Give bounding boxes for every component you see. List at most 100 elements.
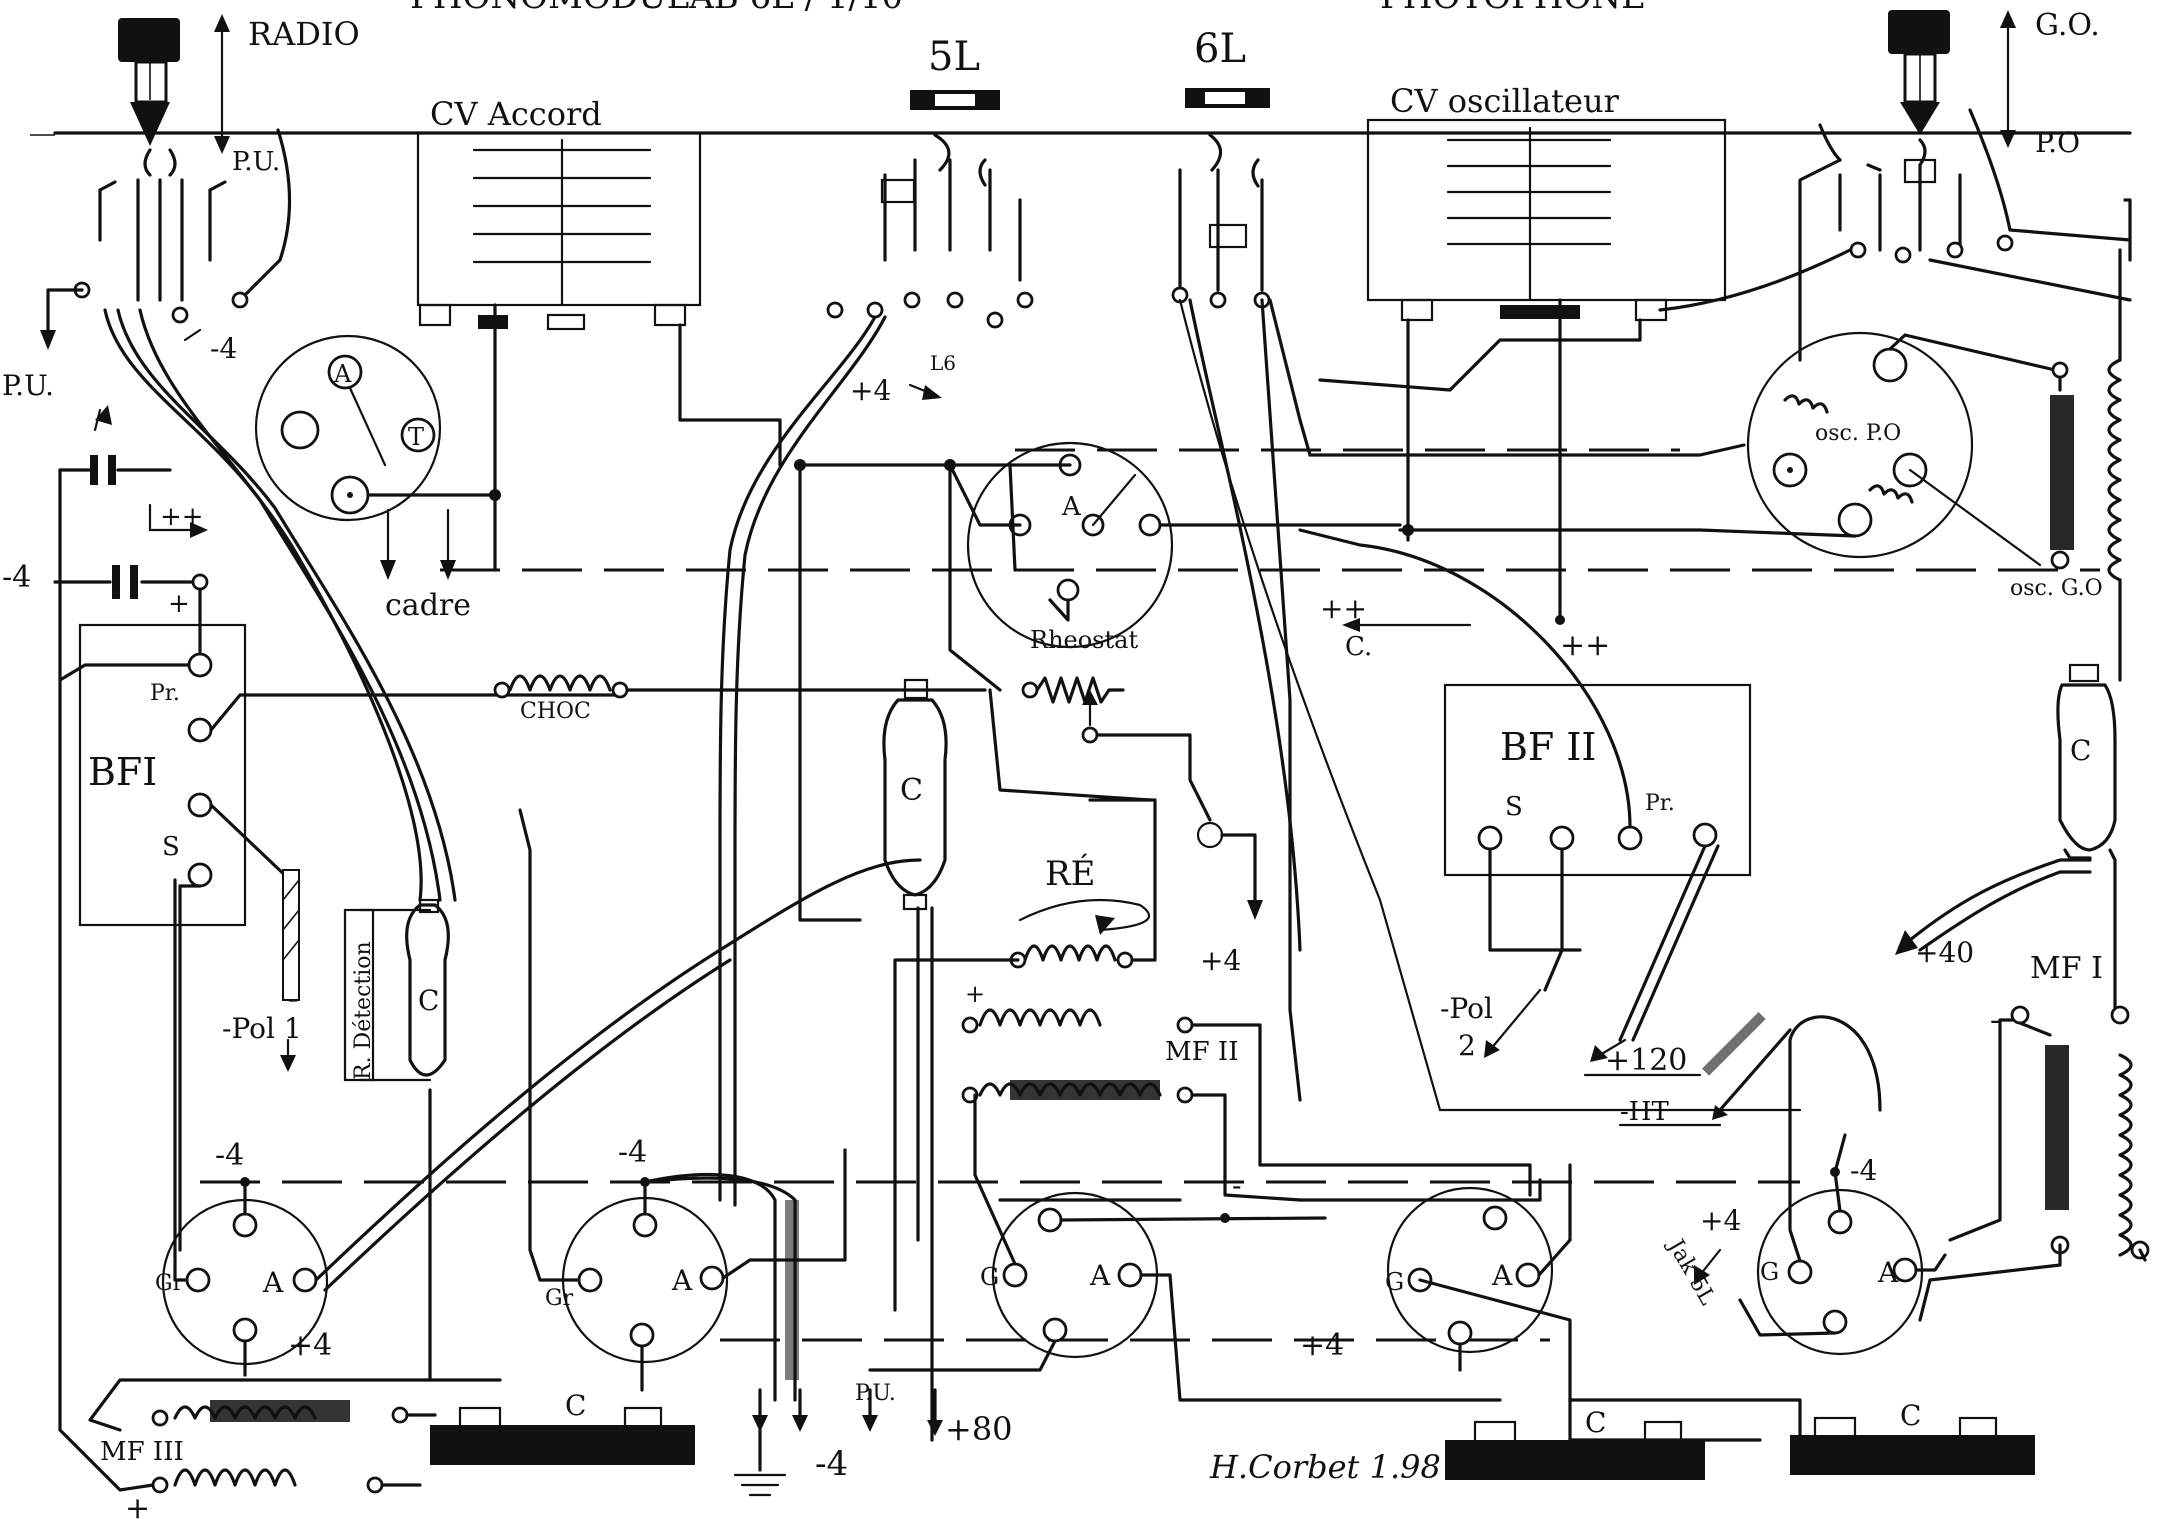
shielded-lead-left-3 [138, 308, 423, 902]
support-t-label: T [408, 423, 424, 451]
label-a-support: A [1061, 492, 1082, 522]
label-l6: L6 [930, 351, 956, 375]
aerial-coil-support: A T cadre [254, 334, 497, 623]
decoupling-cap-3: C [1790, 1399, 2035, 1475]
label-mf2: MF II [1165, 1037, 1238, 1067]
support-a-label: A [333, 360, 352, 388]
label-go: G.O. [2035, 8, 2100, 43]
osc-go-label: osc. G.O [2010, 576, 2103, 601]
radio-pu-switch: RADIO P.U. [118, 14, 360, 177]
label-c-right: C [2070, 734, 2091, 767]
knob-right [1888, 10, 1950, 54]
bf2-s-label: S [1505, 792, 1523, 822]
left-contacts: P.U. -4 [2, 128, 292, 402]
shielded-lead-left-2 [116, 308, 457, 902]
switch-6l [1171, 133, 1802, 1112]
label-plus4-re: +4 [1200, 944, 1241, 977]
v2-a: A [671, 1264, 693, 1297]
switch-5l: L6 +4 [718, 133, 1034, 1207]
label-c-bottom-2: C [1585, 1406, 1606, 1439]
v5-minus4: -4 [1850, 1154, 1877, 1187]
capacitor-right: C +40 [1895, 663, 2117, 1012]
bf1-pr-label: Pr. [150, 681, 180, 706]
osc-coils-right: osc. G.O [2010, 198, 2132, 682]
re-coil: RÉ [893, 798, 1157, 1312]
v1-minus4: -4 [215, 1138, 244, 1173]
signature: H.Corbet 1.98 [1209, 1448, 1441, 1486]
bf2-label: BF II [1500, 725, 1596, 769]
v3-a: A [1089, 1259, 1111, 1292]
label-pu-top: P.U. [232, 147, 280, 177]
label-minus4-bottom: -4 [815, 1444, 848, 1484]
label-c-center: C [900, 773, 923, 808]
v1-gr: Gr [155, 1271, 184, 1296]
bf1-s-label: S [162, 832, 180, 862]
capacitor-center: C [882, 678, 948, 1442]
valve-5: G A -4 +4 Jak 5L [1568, 1015, 1947, 1442]
hv-tap: ++ C. ++ [1320, 298, 1610, 663]
label-mfi: MF I [2030, 951, 2103, 986]
lamp-6l: 6L [1185, 26, 1270, 108]
label-plusplus-mid: ++ [1560, 628, 1610, 663]
label-plus4-mid: +4 [1300, 1328, 1344, 1363]
lamp-6l-label: 6L [1194, 26, 1246, 72]
label-plus40: +40 [1915, 936, 1974, 969]
label-minus4-left: -4 [2, 560, 31, 595]
label-po: P.O [2035, 126, 2080, 159]
transformer-mf3: MF III + [58, 1178, 502, 1519]
shielded-lead-left [103, 308, 442, 902]
v1-plus4: +4 [288, 1328, 332, 1363]
bf1-label: BFI [88, 750, 157, 794]
label-r-detection: R. Détection [351, 941, 376, 1080]
transformer-mf2: + MF II [961, 980, 1532, 1202]
rheostat: Rheostat +4 [1021, 626, 1263, 977]
cv-accord-label: CV Accord [430, 95, 602, 133]
valve-2: Gr A -4 [518, 808, 847, 1402]
v5-g: G [1760, 1258, 1779, 1286]
label-plusplus-left: ++ [160, 502, 204, 532]
label-plus-mf2: + [965, 980, 985, 1008]
v4-a: A [1491, 1259, 1513, 1292]
detection-network: R. Détection C [343, 898, 450, 1382]
transformer-bf2: BF II S Pr. -Pol 2 +120 -HT [1298, 528, 1792, 1127]
decoupling-cap-1: C [430, 1389, 695, 1465]
title-left: PHONOMODULAB 6L / 1/10 [410, 0, 903, 17]
label-c-dot: C. [1345, 632, 1372, 662]
label-plus4-l6: +4 [850, 374, 891, 407]
go-po-switch: G.O. P.O [1888, 8, 2100, 159]
label-pol1: -Pol 1 [222, 1012, 302, 1045]
bf2-pr-label: Pr. [1645, 791, 1675, 816]
valve-3: G A +4 - [868, 1093, 1502, 1402]
label-re: RÉ [1045, 853, 1095, 894]
choc-coil: CHOC [493, 674, 987, 724]
label-dash-mid: - [1232, 1169, 1241, 1202]
label-c-bottom-3: C [1900, 1399, 1921, 1432]
lamp-5l-label: 5L [928, 34, 980, 80]
misc-wiring [489, 158, 1842, 1202]
transformer-bf1: BFI Pr. S -Pol 1 [58, 588, 622, 1252]
label-plus120: +120 [1605, 1043, 1687, 1078]
label-minus-ht: -HT [1620, 1097, 1669, 1127]
label-cadre: cadre [385, 588, 471, 623]
v3-g: G [980, 1263, 999, 1291]
v2-gr: Gr [545, 1286, 574, 1311]
label-minus4-top: -4 [210, 332, 237, 365]
valve-1: Gr A -4 +4 [155, 858, 922, 1377]
label-radio: RADIO [248, 15, 360, 53]
v2-minus4: -4 [618, 1135, 647, 1170]
coupling-caps-left: ++ -4 + [2, 405, 209, 1182]
label-minus-mfi: - [1990, 1003, 2000, 1038]
label-pol2-num: 2 [1458, 1029, 1476, 1062]
label-mf3: MF III [100, 1437, 184, 1467]
cv-osc-label: CV oscillateur [1390, 82, 1620, 120]
label-plus-left: + [168, 589, 190, 619]
label-plus4-jak: +4 [1700, 1204, 1741, 1237]
right-contacts [1658, 108, 2132, 312]
label-rheostat: Rheostat [1030, 626, 1138, 654]
decoupling-cap-2: C [1445, 1406, 1705, 1480]
label-plus80: +80 [945, 1410, 1013, 1448]
transformer-mf1: MF I - [1918, 951, 2150, 1322]
label-pu-bottom: P.U. [855, 1381, 896, 1406]
v4-g: G [1385, 1268, 1404, 1296]
cv-accord: CV Accord [416, 95, 702, 331]
